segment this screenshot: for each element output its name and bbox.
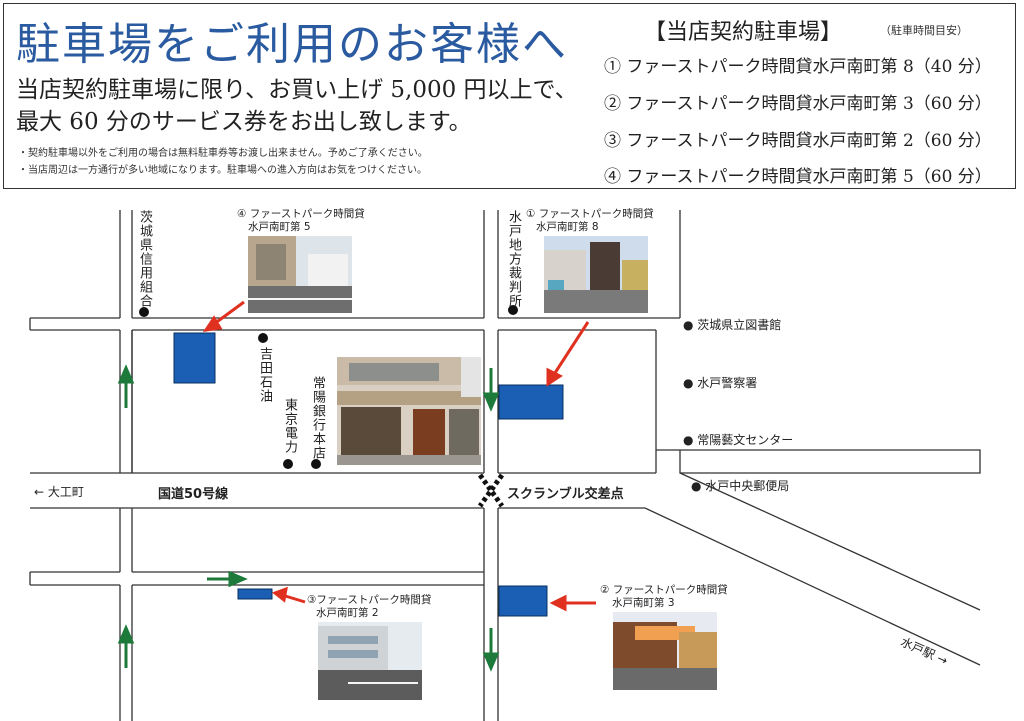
red-arrow-lot1 xyxy=(551,321,590,377)
street-map: 茨城県信用組合 水戸地方裁判所 吉田石油 東京電力 常陽銀行本店 ● 茨城県立図… xyxy=(0,190,1024,721)
label-ibaraki-shinyo: 茨城県信用組合 xyxy=(137,210,152,308)
photo2-label-line1: ② ファーストパーク時間貸 xyxy=(600,584,728,596)
label-route50: 国道50号線 xyxy=(158,487,229,502)
dot-tokyo-denryoku xyxy=(283,459,293,469)
label-geibun: ● 常陽藝文センター xyxy=(683,433,794,447)
lot1-street-image xyxy=(544,236,648,313)
dot-ibaraki-shinyo xyxy=(139,307,149,317)
photo4-label-line2: 水戸南町第 5 xyxy=(248,221,311,233)
parking-lot-4-marker xyxy=(173,332,216,384)
page-title: 駐車場をご利用のお客様へ xyxy=(16,19,568,70)
dot-joyo-bank xyxy=(311,459,321,469)
dot-mito-court xyxy=(508,305,518,315)
label-scramble: スクランブル交差点 xyxy=(507,487,624,502)
lot3-photo xyxy=(318,622,422,700)
label-tokyo-denryoku: 東京電力 xyxy=(282,398,297,454)
info-panel: 駐車場をご利用のお客様へ 当店契約駐車場に限り、お買い上げ 5,000 円以上で… xyxy=(3,3,1016,189)
lot4-photo xyxy=(248,236,352,313)
photo1-label-line1: ① ファーストパーク時間貸 xyxy=(526,208,654,220)
note-line2: ・当店周辺は一方通行が多い地域になります。駐車場への進入方向はお気をつけください… xyxy=(18,165,427,176)
store-building-image xyxy=(337,357,481,465)
photo3-label-line1: ③ファーストパーク時間貸 xyxy=(307,594,432,606)
label-library: ● 茨城県立図書館 xyxy=(683,318,782,332)
lot2-photo xyxy=(613,612,717,690)
parking-lot-3-marker xyxy=(237,588,273,600)
dot-yoshida-sekiyu xyxy=(258,333,268,343)
lot2-street-image xyxy=(613,612,717,690)
photo2-label-line2: 水戸南町第 3 xyxy=(612,597,675,609)
lead-text-line2: 最大 60 分のサービス券をお出し致します。 xyxy=(16,109,472,135)
lot1-photo xyxy=(544,236,648,313)
lot3-street-image xyxy=(318,622,422,700)
store-photo xyxy=(337,357,481,465)
scramble-crossing-icon xyxy=(477,473,505,508)
label-yoshida-sekiyu: 吉田石油 xyxy=(257,347,272,403)
parking-lot-2-marker xyxy=(498,585,548,617)
lot-item-4: ④ ファーストパーク時間貸水戸南町第 5（60 分） xyxy=(604,167,992,187)
lots-title: 【当店契約駐車場】 xyxy=(644,20,843,45)
note-line1: ・契約駐車場以外をご利用の場合は無料駐車券等お渡し出来ません。予めご了承ください… xyxy=(18,148,428,159)
parking-lot-1-marker xyxy=(498,384,564,420)
lots-duration-note: （駐車時間目安） xyxy=(880,24,968,37)
photo4-label-line1: ④ ファーストパーク時間貸 xyxy=(237,208,365,220)
lot-item-1: ① ファーストパーク時間貸水戸南町第 8（40 分） xyxy=(604,57,992,77)
label-police: ● 水戸警察署 xyxy=(683,376,758,390)
photo3-label-line2: 水戸南町第 2 xyxy=(316,607,379,619)
label-daiku: ← 大工町 xyxy=(34,485,84,499)
label-joyo-bank: 常陽銀行本店 xyxy=(310,376,325,460)
lot-item-3: ③ ファーストパーク時間貸水戸南町第 2（60 分） xyxy=(604,131,992,151)
lead-text-line1: 当店契約駐車場に限り、お買い上げ 5,000 円以上で、 xyxy=(16,77,578,103)
lot-item-2: ② ファーストパーク時間貸水戸南町第 3（60 分） xyxy=(604,94,992,114)
photo1-label-line2: 水戸南町第 8 xyxy=(536,221,599,233)
red-arrow-lot4 xyxy=(213,300,245,326)
label-mito-court: 水戸地方裁判所 xyxy=(506,210,521,308)
lot4-street-image xyxy=(248,236,352,313)
label-post-office: ● 水戸中央郵便局 xyxy=(691,479,790,493)
map-roads xyxy=(29,210,981,721)
